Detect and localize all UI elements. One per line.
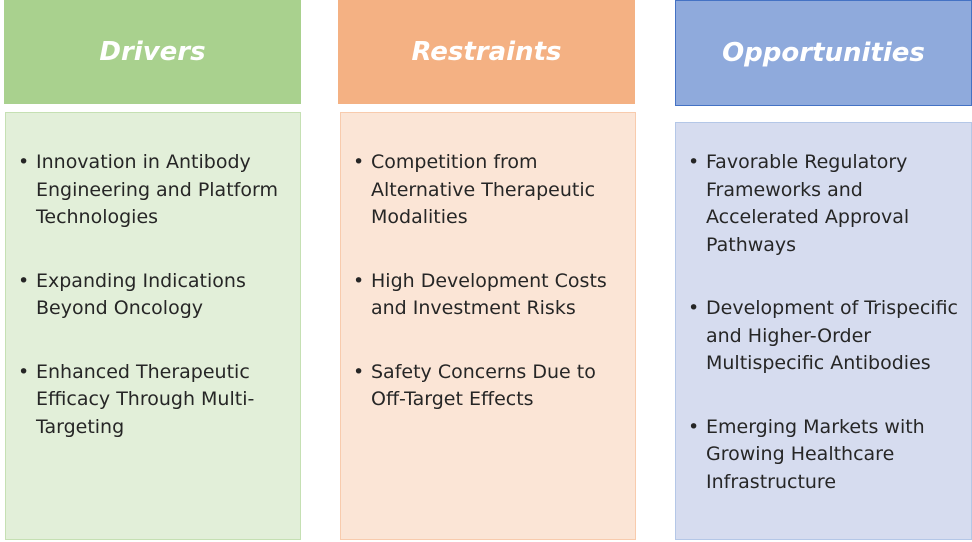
list-item: • Emerging Markets with Growing Healthca… xyxy=(688,414,971,497)
drivers-panel: • Innovation in Antibody Engineering and… xyxy=(5,112,301,540)
list-item-text: Competition from Alternative Therapeutic… xyxy=(371,151,596,228)
drivers-header: Drivers xyxy=(4,0,301,104)
bullet-icon: • xyxy=(353,269,365,292)
restraints-header: Restraints xyxy=(338,0,635,104)
list-item: • Competition from Alternative Therapeut… xyxy=(353,149,635,232)
list-item-text: Safety Concerns Due to Off-Target Effect… xyxy=(371,360,596,411)
list-item: • Safety Concerns Due to Off-Target Effe… xyxy=(353,359,635,414)
drivers-title: Drivers xyxy=(99,37,206,67)
list-item: • High Development Costs and Investment … xyxy=(353,268,635,323)
list-item-text: Innovation in Antibody Engineering and P… xyxy=(36,151,278,228)
opportunities-panel: • Favorable Regulatory Frameworks and Ac… xyxy=(675,122,972,540)
restraints-list: • Competition from Alternative Therapeut… xyxy=(353,149,635,414)
bullet-icon: • xyxy=(18,151,30,173)
bullet-icon: • xyxy=(18,360,30,383)
list-item: • Enhanced Therapeutic Efficacy Through … xyxy=(18,359,300,442)
list-item-text: Enhanced Therapeutic Efficacy Through Mu… xyxy=(36,360,255,438)
list-item-text: Favorable Regulatory Frameworks and Acce… xyxy=(706,151,910,256)
bullet-icon: • xyxy=(688,415,700,438)
list-item-text: Development of Trispecific and Higher-Or… xyxy=(706,297,958,374)
list-item-text: Expanding Indications Beyond Oncology xyxy=(36,269,246,320)
list-item-text: Emerging Markets with Growing Healthcare… xyxy=(706,415,925,493)
list-item-text: High Development Costs and Investment Ri… xyxy=(371,269,607,320)
opportunities-header: Opportunities xyxy=(675,0,972,106)
list-item: • Development of Trispecific and Higher-… xyxy=(688,295,971,378)
list-item: • Expanding Indications Beyond Oncology xyxy=(18,268,300,323)
restraints-panel: • Competition from Alternative Therapeut… xyxy=(340,112,636,540)
restraints-title: Restraints xyxy=(411,37,562,67)
bullet-icon: • xyxy=(353,151,365,173)
opportunities-list: • Favorable Regulatory Frameworks and Ac… xyxy=(688,149,971,496)
bullet-icon: • xyxy=(688,151,700,173)
bullet-icon: • xyxy=(18,269,30,292)
list-item: • Favorable Regulatory Frameworks and Ac… xyxy=(688,149,971,259)
bullet-icon: • xyxy=(688,297,700,319)
list-item: • Innovation in Antibody Engineering and… xyxy=(18,149,300,232)
opportunities-title: Opportunities xyxy=(722,38,925,68)
bullet-icon: • xyxy=(353,360,365,383)
drivers-list: • Innovation in Antibody Engineering and… xyxy=(18,149,300,441)
